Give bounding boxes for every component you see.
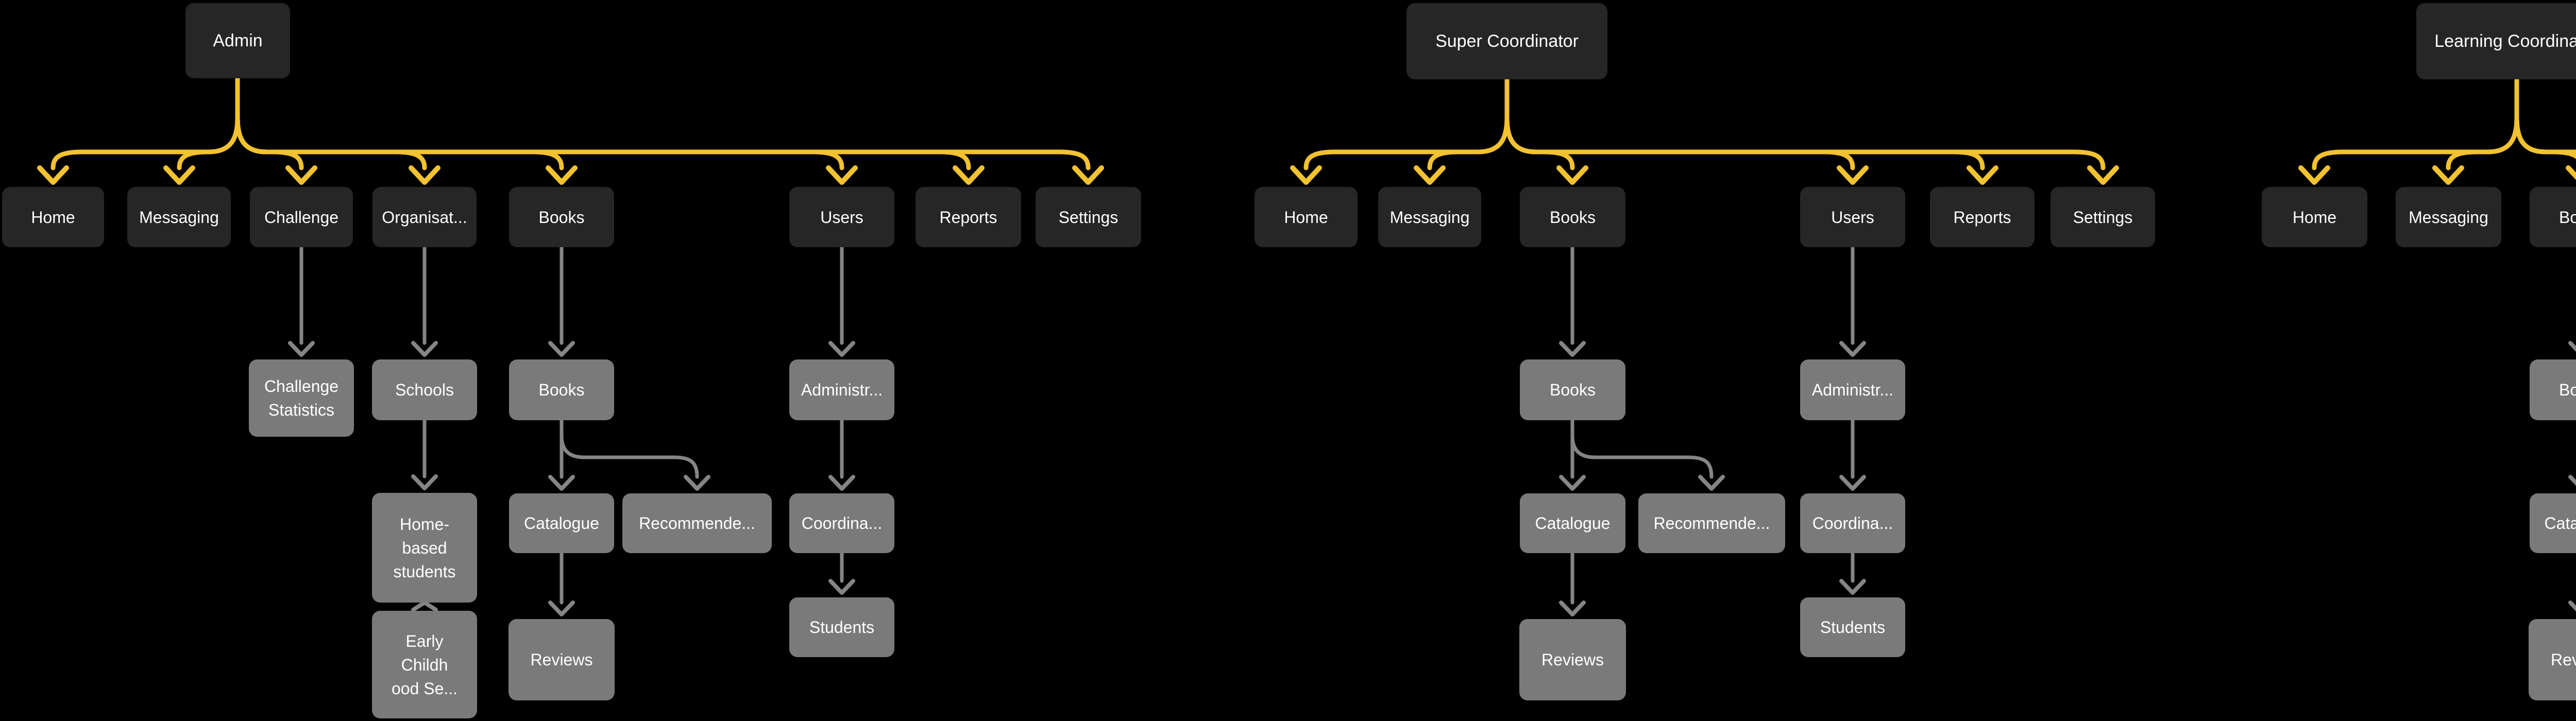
t2-node-administrators: Administr...	[1800, 359, 1905, 420]
t3-node-catalogue: Catalogue	[2530, 493, 2576, 553]
t3-node-root: Learning Coordinator	[2416, 3, 2576, 79]
t2-node-recommended: Recommende...	[1638, 493, 1785, 553]
t2-edge-root-to-books	[1504, 77, 1588, 185]
t1-node-organisations: Organisat...	[372, 187, 477, 247]
t1-edge-books-to-recommended	[560, 418, 710, 491]
t1-node-recommended: Recommende...	[622, 493, 772, 553]
t1-node-home-based-students: Home- based students	[372, 493, 477, 603]
t1-edge-root-to-organisations	[235, 77, 440, 185]
t2-node-messaging: Messaging	[1378, 187, 1481, 247]
t2-edge-root-to-reports	[1504, 77, 1998, 185]
t2-node-coordinators: Coordina...	[1800, 493, 1905, 553]
t1-node-books: Books	[509, 187, 614, 247]
t3-node-messaging: Messaging	[2396, 187, 2501, 247]
t3-edge-root-to-settings	[2514, 77, 2576, 154]
t1-node-coordinators: Coordina...	[789, 493, 894, 553]
t1-node-settings: Settings	[1036, 187, 1141, 247]
t3-edge-root-to-books	[2514, 77, 2576, 185]
t3-node-books-sub: Books	[2530, 359, 2576, 420]
t1-node-administrators: Administr...	[789, 359, 894, 420]
t2-node-reports: Reports	[1930, 187, 2035, 247]
t1-node-students: Students	[789, 597, 894, 657]
t1-node-books-sub: Books	[509, 359, 614, 420]
t2-edge-root-to-messaging	[1414, 77, 1510, 185]
t2-edge-root-to-settings	[1504, 77, 2119, 185]
t1-node-challenge-statistics: Challenge Statistics	[249, 359, 354, 437]
t1-node-users: Users	[789, 187, 894, 247]
t1-node-messaging: Messaging	[127, 187, 231, 247]
t1-edge-root-to-settings	[235, 77, 1104, 185]
t2-node-root: Super Coordinator	[1406, 3, 1607, 79]
t1-node-early-childhood: Early Childh ood Se...	[372, 611, 477, 718]
t1-node-schools: Schools	[372, 359, 477, 420]
t2-node-settings: Settings	[2050, 187, 2155, 247]
t2-node-reviews: Reviews	[1519, 619, 1626, 700]
t2-node-catalogue: Catalogue	[1520, 493, 1625, 553]
t2-edge-books-to-recommended	[1570, 418, 1725, 491]
t1-edge-root-to-reports	[235, 77, 985, 185]
t3-node-books: Books	[2530, 187, 2576, 247]
t2-node-users: Users	[1800, 187, 1905, 247]
t1-edge-root-to-home	[37, 77, 240, 185]
t2-node-books-sub: Books	[1520, 359, 1625, 420]
t3-edge-root-to-home	[2298, 77, 2519, 185]
t1-node-reports: Reports	[916, 187, 1021, 247]
t1-edge-root-to-messaging	[163, 77, 240, 185]
t1-node-home: Home	[2, 187, 104, 247]
t3-edge-root-to-messaging	[2432, 77, 2519, 185]
t1-edge-root-to-challenge	[235, 77, 317, 185]
t2-node-home: Home	[1255, 187, 1358, 247]
t2-node-students: Students	[1800, 597, 1905, 657]
t1-edge-home-based-students-to-early-childhood	[411, 600, 438, 612]
t3-node-reviews: Reviews	[2529, 619, 2576, 700]
t2-edge-root-to-home	[1290, 77, 1510, 185]
t1-node-challenge: Challenge	[250, 187, 353, 247]
t3-node-home: Home	[2262, 187, 2367, 247]
t2-node-books: Books	[1520, 187, 1625, 247]
t1-node-root: Admin	[185, 3, 290, 78]
t1-node-reviews: Reviews	[509, 619, 615, 700]
t1-edge-root-to-users	[235, 77, 858, 185]
t1-node-catalogue: Catalogue	[509, 493, 614, 553]
